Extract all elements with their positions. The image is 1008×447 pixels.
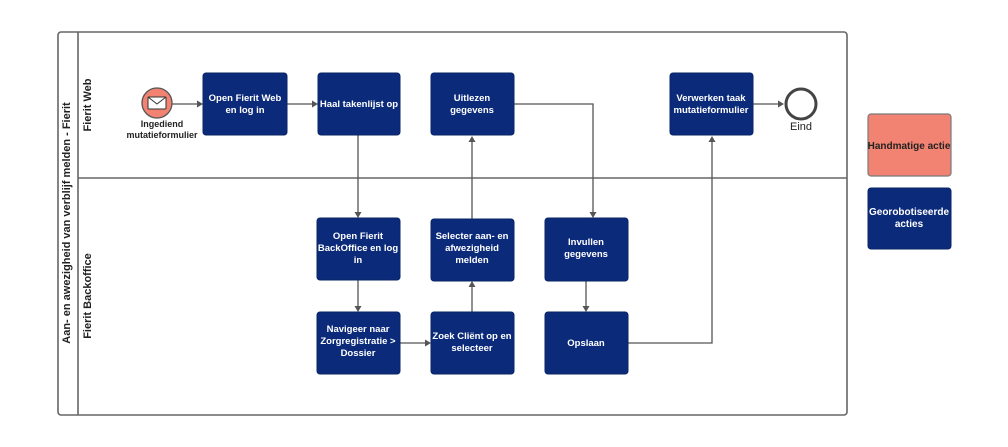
lane-label-fierit-web: Fierit Web bbox=[82, 78, 94, 131]
arrowhead bbox=[312, 100, 318, 108]
arrowhead bbox=[778, 100, 784, 108]
envelope-icon bbox=[147, 96, 167, 110]
task-navigeer-zorgregistratie: Navigeer naar Zorgregistratie > Dossier bbox=[316, 311, 401, 375]
legend-label-line-2: acties bbox=[895, 219, 924, 230]
task-label-line-2: en log in bbox=[225, 105, 264, 116]
task-label-line-2: BackOffice en log bbox=[318, 243, 398, 254]
task-label-line-2: Zorgregistratie > bbox=[320, 336, 396, 347]
arrowhead bbox=[708, 136, 716, 142]
task-label-line-2: gegevens bbox=[564, 249, 608, 260]
arrowhead bbox=[354, 212, 362, 218]
start-event-label-line-2: mutatieformulier bbox=[126, 130, 198, 140]
task-label-line-2: mutatieformulier bbox=[674, 105, 749, 116]
arrowhead bbox=[582, 306, 590, 312]
task-label-line-2: selecteer bbox=[451, 343, 493, 354]
task-label-line-2: afwezigheid bbox=[445, 243, 499, 254]
legend-label: Handmatige actie bbox=[868, 141, 951, 152]
task-label-line-1: Haal takenlijst op bbox=[320, 99, 398, 110]
task-verwerken-taak: Verwerken taak mutatieformulier bbox=[669, 72, 754, 136]
arrowhead bbox=[354, 306, 362, 312]
task-invullen-gegevens: Invullen gegevens bbox=[544, 217, 629, 282]
task-label-line-1: Verwerken taak bbox=[676, 93, 746, 104]
task-label-line-1: Open Fierit Web bbox=[209, 93, 282, 104]
edge-opslaan-to-verwerken bbox=[628, 141, 713, 344]
arrowhead bbox=[468, 281, 476, 287]
legend-manual-action: Handmatige actie bbox=[867, 113, 952, 177]
arrowhead bbox=[589, 212, 597, 218]
task-label-line-1: Invullen bbox=[568, 237, 604, 248]
start-event-label-line-1: Ingediend bbox=[141, 119, 184, 129]
task-label-line-2: gegevens bbox=[450, 105, 494, 116]
task-label-line-1: Opslaan bbox=[567, 338, 605, 349]
pool-title: Aan- en awezigheid van verblijf melden -… bbox=[61, 102, 73, 344]
end-event-label: Eind bbox=[790, 121, 812, 133]
task-open-fierit-web: Open Fierit Web en log in bbox=[202, 72, 288, 136]
arrowhead bbox=[197, 100, 203, 108]
end-event: Eind bbox=[784, 87, 818, 133]
task-label-line-3: melden bbox=[455, 255, 488, 266]
flow-edges bbox=[172, 100, 784, 347]
task-opslaan: Opslaan bbox=[544, 311, 629, 375]
task-selecteer-melden: Selecter aan- en afwezigheid melden bbox=[430, 218, 515, 282]
task-label-line-1: Navigeer naar bbox=[327, 324, 390, 335]
lane-label-fierit-backoffice: Fierit Backoffice bbox=[82, 253, 94, 339]
task-label-line-3: in bbox=[354, 255, 363, 266]
end-event-circle bbox=[784, 87, 818, 121]
task-haal-takenlijst: Haal takenlijst op bbox=[317, 72, 401, 136]
legend-robotized-actions: Georobotiseerde acties bbox=[867, 187, 952, 250]
arrowhead bbox=[425, 339, 431, 347]
task-label-line-1: Open Fierit bbox=[333, 231, 384, 242]
task-label-line-1: Zoek Cliënt op en bbox=[432, 331, 511, 342]
task-label-line-3: Dossier bbox=[341, 348, 376, 359]
task-zoek-client: Zoek Cliënt op en selecteer bbox=[430, 311, 515, 375]
task-label-line-1: Selecter aan- en bbox=[436, 231, 509, 242]
start-event: Ingediend mutatieformulier bbox=[126, 87, 198, 140]
task-open-fierit-backoffice: Open Fierit BackOffice en log in bbox=[316, 217, 401, 281]
pool-frame bbox=[57, 31, 848, 416]
arrowhead bbox=[468, 136, 476, 142]
task-label-line-1: Uitlezen bbox=[454, 93, 491, 104]
edge-uitlezen-to-invullen bbox=[514, 103, 594, 213]
task-uitlezen-gegevens: Uitlezen gegevens bbox=[430, 72, 515, 136]
legend-label-line-1: Georobotiseerde bbox=[869, 207, 949, 218]
